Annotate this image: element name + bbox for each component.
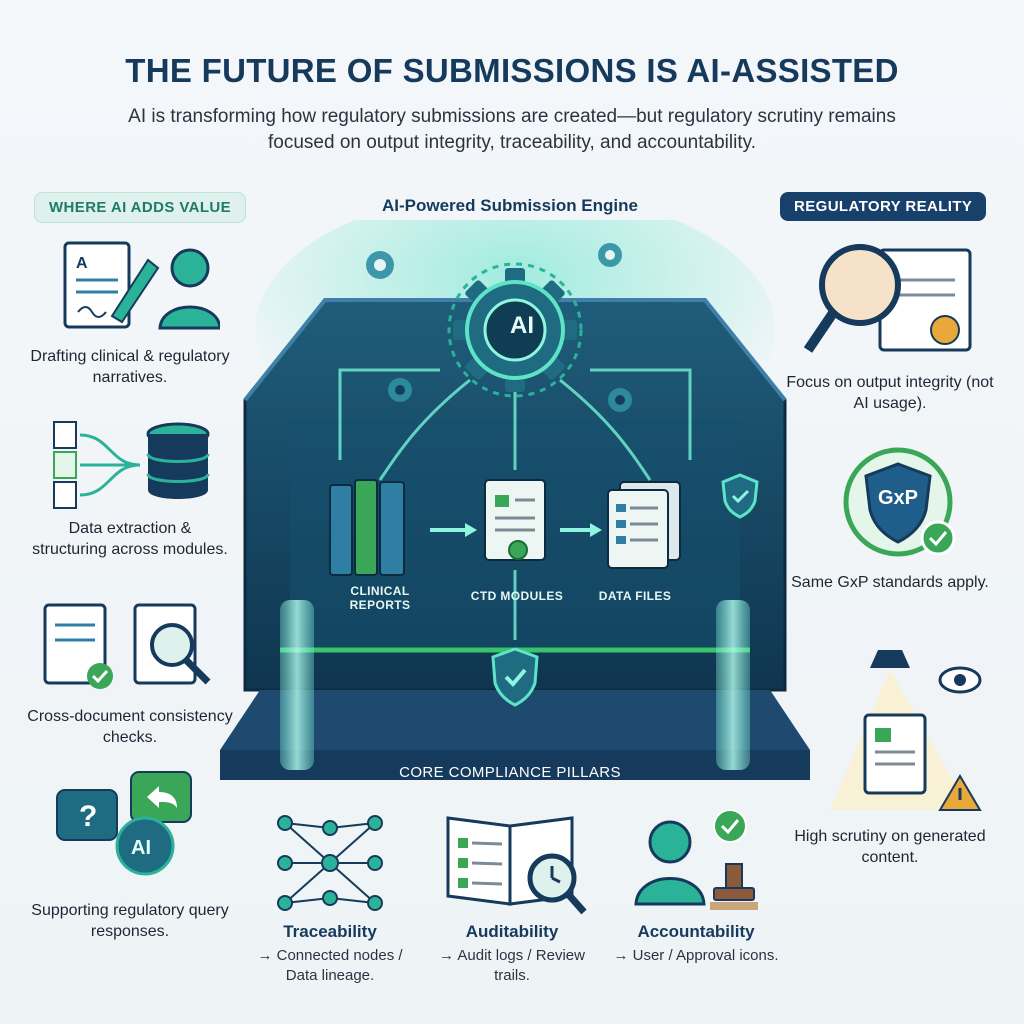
traceability-subtitle: → Connected nodes / Data lineage. bbox=[257, 947, 403, 984]
clinical-reports-label: CLINICAL REPORTS bbox=[349, 584, 411, 612]
traceability-title: Traceability bbox=[283, 922, 377, 941]
svg-text:AI: AI bbox=[131, 837, 151, 859]
auditability-title: Auditability bbox=[465, 922, 559, 941]
query-responses-caption: Supporting regulatory query responses. bbox=[31, 902, 229, 940]
data-files-label: DATA FILES bbox=[598, 589, 672, 603]
gxp-standards-caption: Same GxP standards apply. bbox=[791, 574, 989, 591]
svg-text:A: A bbox=[76, 255, 88, 272]
ctd-modules-label: CTD MODULES bbox=[470, 589, 564, 603]
traceability-network-icon bbox=[277, 815, 383, 911]
clinical-reports-icon bbox=[329, 479, 405, 576]
page-subtitle: AI is transforming how regulatory submis… bbox=[128, 106, 896, 153]
core-compliance-pillars-label: CORE COMPLIANCE PILLARS bbox=[399, 764, 621, 781]
accountability-subtitle: → User / Approval icons. bbox=[613, 947, 779, 964]
data-files-icon bbox=[607, 481, 681, 569]
scrutiny-spotlight-icon bbox=[830, 650, 982, 811]
accountability-title: Accountability bbox=[637, 922, 755, 941]
ai-core-label: AI bbox=[510, 312, 534, 339]
output-integrity-caption: Focus on output integrity (not AI usage)… bbox=[786, 374, 994, 412]
accountability-approval-icon bbox=[634, 809, 758, 910]
auditability-subtitle: → Audit logs / Review trails. bbox=[439, 947, 585, 984]
engine-title: AI-Powered Submission Engine bbox=[382, 196, 638, 215]
auditability-logbook-icon bbox=[446, 816, 587, 915]
consistency-check-magnifier-icon bbox=[43, 603, 211, 689]
compliance-shield-icon bbox=[491, 647, 539, 707]
output-integrity-magnifier-icon bbox=[803, 244, 972, 353]
gxp-shield-icon bbox=[843, 447, 956, 557]
regulatory-reality-heading: REGULATORY REALITY bbox=[780, 192, 987, 221]
gxp-badge-label: GxP bbox=[877, 487, 919, 509]
svg-text:?: ? bbox=[79, 800, 97, 833]
consistency-checks-caption: Cross-document consistency checks. bbox=[27, 708, 233, 746]
data-extraction-database-icon bbox=[53, 421, 210, 509]
where-ai-adds-value-heading: WHERE AI ADDS VALUE bbox=[34, 192, 247, 223]
ctd-modules-icon bbox=[484, 479, 546, 561]
drafting-document-icon: A bbox=[63, 241, 220, 330]
ai-engine-illustration bbox=[220, 220, 810, 780]
scrutiny-caption: High scrutiny on generated content. bbox=[794, 828, 986, 866]
data-extraction-caption: Data extraction & structuring across mod… bbox=[32, 520, 228, 558]
page-title: THE FUTURE OF SUBMISSIONS IS AI-ASSISTED bbox=[125, 52, 899, 89]
query-response-ai-icon: ? AI bbox=[56, 771, 192, 876]
drafting-caption: Drafting clinical & regulatory narrative… bbox=[30, 348, 230, 386]
